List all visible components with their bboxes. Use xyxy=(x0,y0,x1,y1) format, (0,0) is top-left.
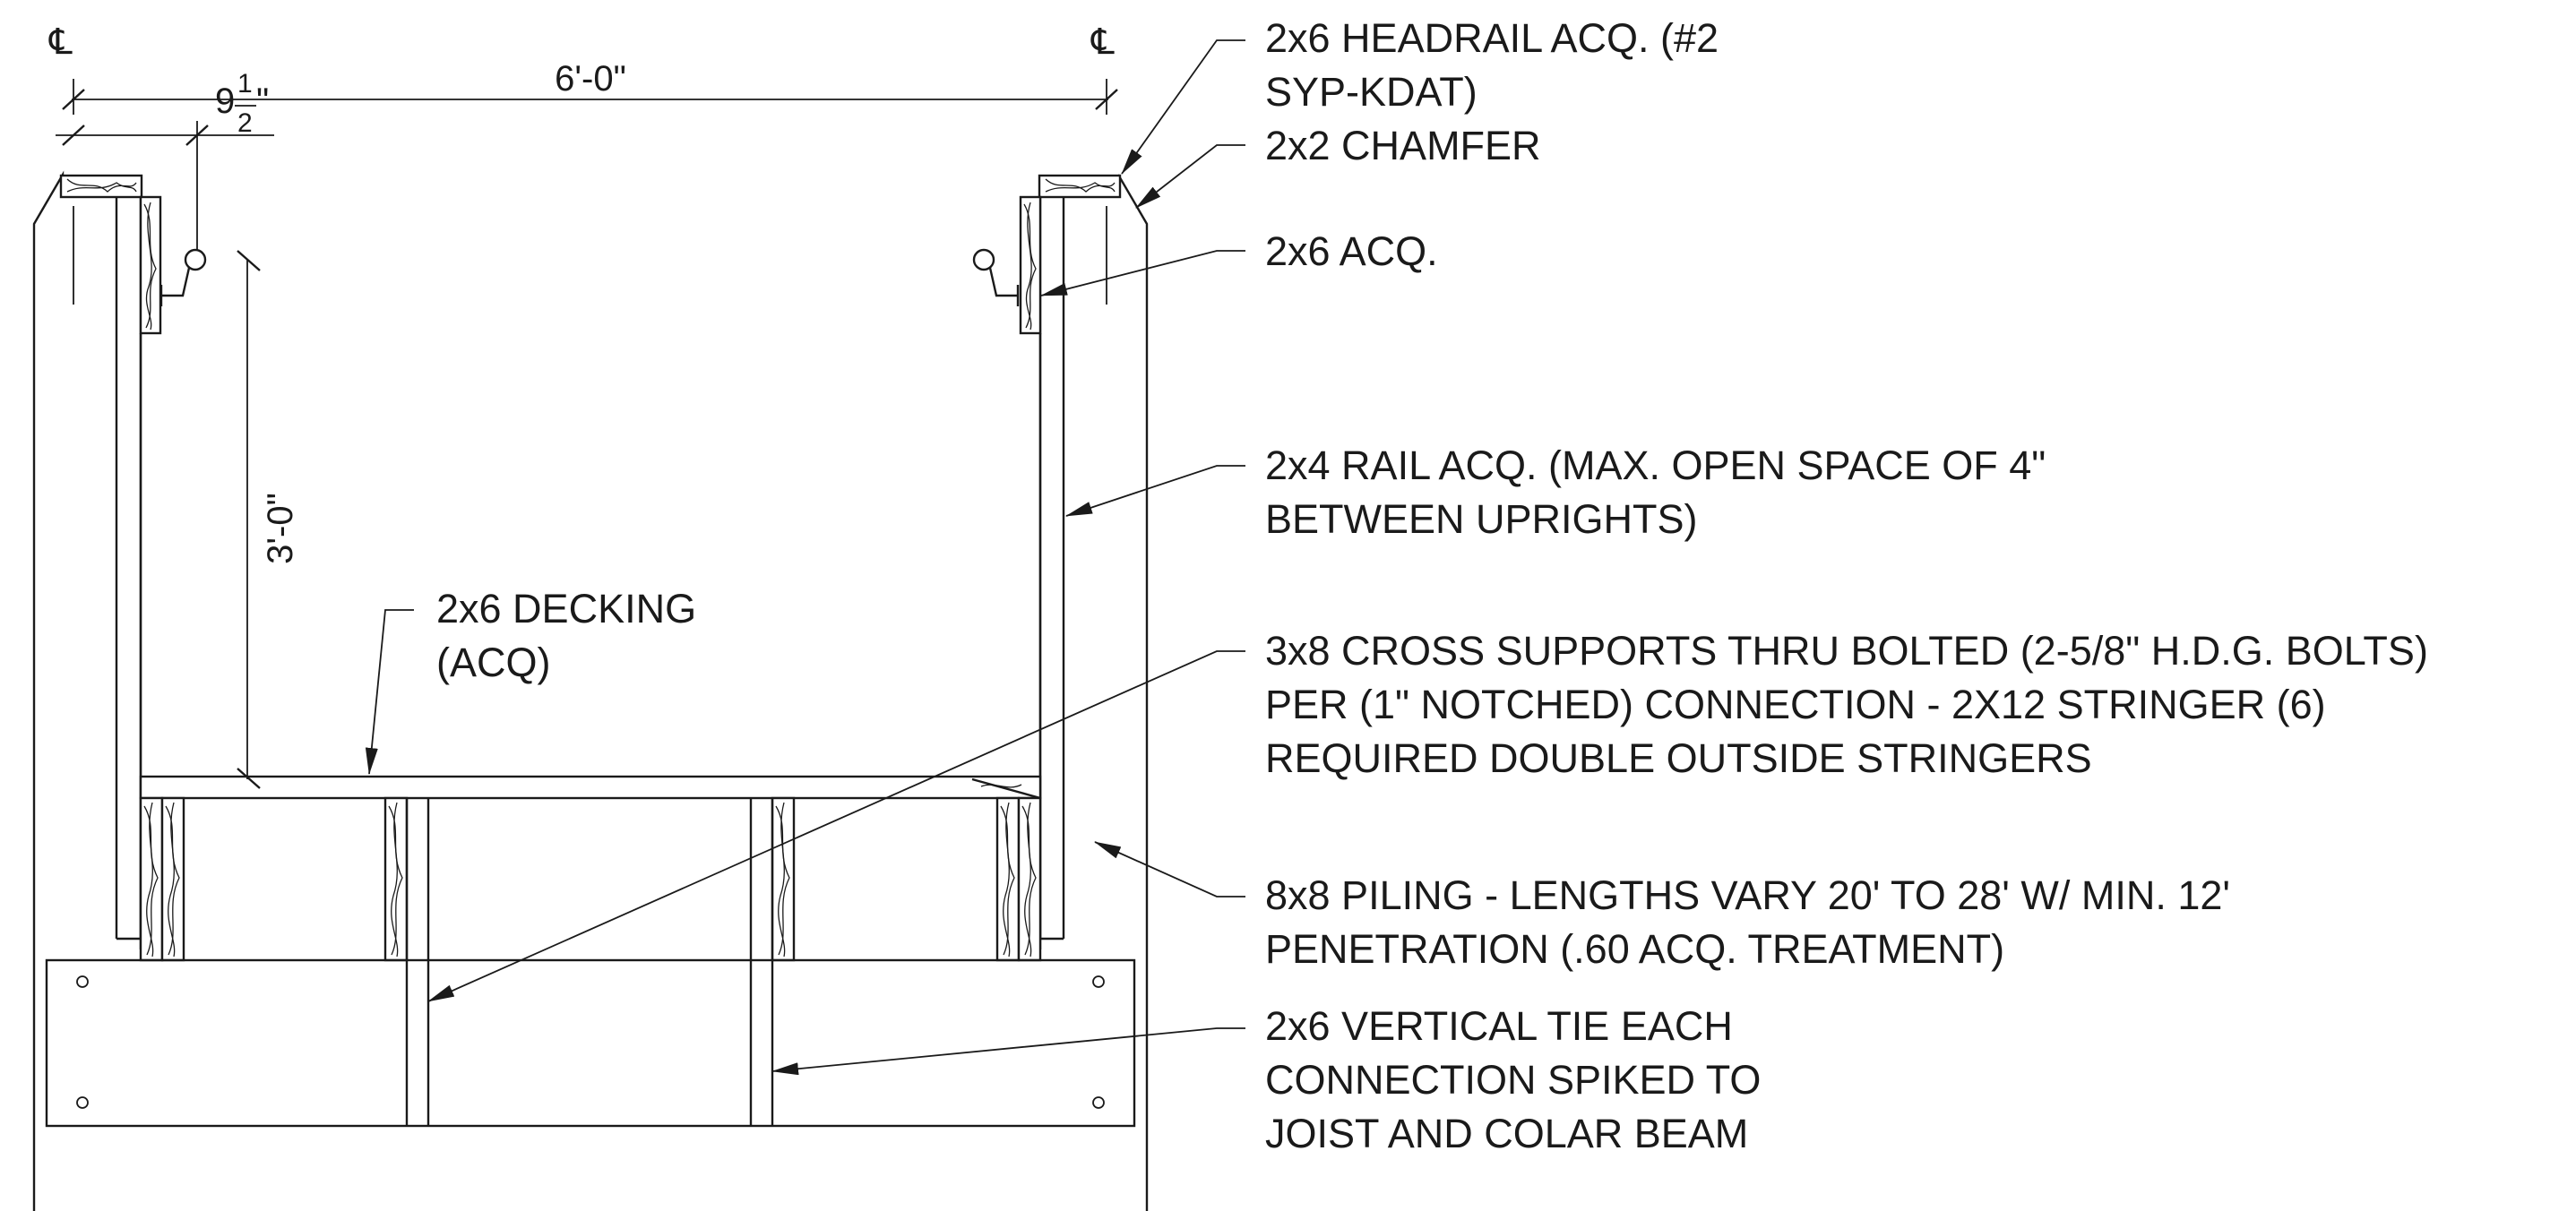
chamfer-leader xyxy=(1135,144,1245,209)
stringer-grain xyxy=(143,784,1037,958)
headrail-leader xyxy=(1121,39,1245,175)
right-2x6-board xyxy=(1019,195,1042,335)
rail-leader xyxy=(1065,465,1245,517)
cross-support-beam xyxy=(45,958,1136,1128)
left-2x6-board xyxy=(139,195,162,335)
structure xyxy=(32,170,1149,1211)
cross-supports-line-3: REQUIRED DOUBLE OUTSIDE STRINGERS xyxy=(1265,735,2092,781)
stringers xyxy=(139,777,1042,962)
vertical-tie-line-2: CONNECTION SPIKED TO xyxy=(1265,1057,1761,1103)
right-centerline-symbol: ℄ xyxy=(1090,22,1115,62)
rail-line-2: BETWEEN UPRIGHTS) xyxy=(1265,496,1698,542)
offset-numerator: 1 xyxy=(237,69,253,99)
vertical-tie-line-1: 2x6 VERTICAL TIE EACH xyxy=(1265,1003,1733,1049)
offset-inch-mark: " xyxy=(256,82,269,121)
acq-line-1: 2x6 ACQ. xyxy=(1265,228,1438,274)
left-centerline-symbol: ℄ xyxy=(48,22,73,62)
rail-line-1: 2x4 RAIL ACQ. (MAX. OPEN SPACE OF 4" xyxy=(1265,442,2046,488)
callout-chamfer: 2x2 CHAMFER xyxy=(1265,123,1541,168)
vertical-ties xyxy=(405,798,774,1126)
callout-acq: 2x6 ACQ. xyxy=(1265,228,1438,274)
decking-line-1: 2x6 DECKING xyxy=(436,586,696,631)
rail-posts xyxy=(115,197,1065,940)
beam-bolts xyxy=(76,975,1105,1109)
decking-leader xyxy=(365,609,414,775)
callout-vertical-tie: 2x6 VERTICAL TIE EACH CONNECTION SPIKED … xyxy=(1265,1003,1761,1156)
offset-whole: 9 xyxy=(215,82,235,121)
dimensions: ℄ ℄ 6'-0" 9 1 2 " 3'-0" xyxy=(48,22,1118,789)
cross-supports-line-2: PER (1" NOTCHED) CONNECTION - 2X12 STRIN… xyxy=(1265,682,2326,727)
left-handrail-bracket xyxy=(159,248,207,306)
right-handrail-bracket xyxy=(972,248,1020,306)
decking xyxy=(139,775,1042,800)
headrail-line-2: SYP-KDAT) xyxy=(1265,69,1478,115)
vertical-tie-line-3: JOIST AND COLAR BEAM xyxy=(1265,1111,1748,1156)
left-piling xyxy=(32,170,142,1211)
callout-decking: 2x6 DECKING (ACQ) xyxy=(436,586,696,685)
side-board-grain xyxy=(143,202,1037,331)
callout-rail: 2x4 RAIL ACQ. (MAX. OPEN SPACE OF 4" BET… xyxy=(1265,442,2046,542)
chamfer-line-1: 2x2 CHAMFER xyxy=(1265,123,1541,168)
acq-leader xyxy=(1040,250,1245,296)
cross-supports-line-1: 3x8 CROSS SUPPORTS THRU BOLTED (2-5/8" H… xyxy=(1265,628,2428,674)
offset-denominator: 2 xyxy=(237,108,253,138)
decking-line-2: (ACQ) xyxy=(436,640,551,685)
headrail-line-1: 2x6 HEADRAIL ACQ. (#2 xyxy=(1265,15,1719,61)
piling-line-2: PENETRATION (.60 ACQ. TREATMENT) xyxy=(1265,926,2004,972)
piling-leader xyxy=(1094,841,1245,898)
leaders xyxy=(365,39,1245,1076)
headrail-grain xyxy=(66,178,1116,193)
callout-cross-supports: 3x8 CROSS SUPPORTS THRU BOLTED (2-5/8" H… xyxy=(1265,628,2428,781)
overall-width-dimension: 6'-0" xyxy=(555,59,626,99)
rail-height-dimension: 3'-0" xyxy=(261,493,300,564)
right-piling xyxy=(1038,174,1149,1211)
callout-piling: 8x8 PILING - LENGTHS VARY 20' TO 28' W/ … xyxy=(1265,872,2230,972)
vertical-tie-leader xyxy=(771,1027,1245,1076)
callout-headrail: 2x6 HEADRAIL ACQ. (#2 SYP-KDAT) xyxy=(1265,15,1719,115)
cross-supports-leader xyxy=(427,650,1245,1002)
piling-line-1: 8x8 PILING - LENGTHS VARY 20' TO 28' W/ … xyxy=(1265,872,2230,918)
